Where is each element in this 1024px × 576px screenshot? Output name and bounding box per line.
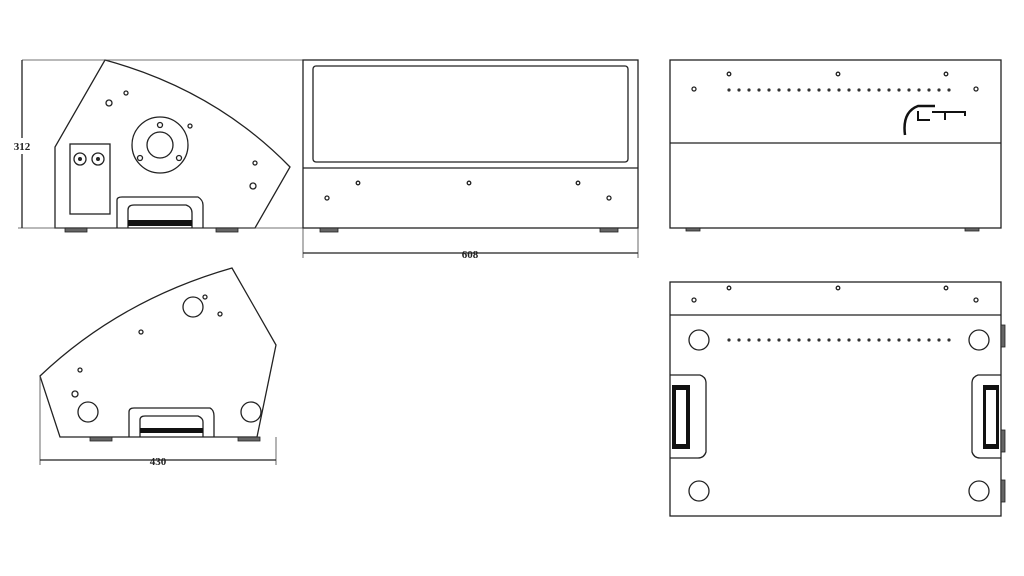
vent-hole [937,88,941,92]
vent-hole [787,88,791,92]
vent-hole [907,88,911,92]
vent-hole [807,88,811,92]
vent-hole [737,338,741,342]
vent-hole [847,88,851,92]
rear-view [669,59,1002,232]
vent-hole [747,338,751,342]
front-view: 608 [302,59,639,261]
vent-hole [867,338,871,342]
grille [312,65,629,163]
vent-hole [917,88,921,92]
side-view-angled: 430 [39,267,277,468]
vent-hole [877,88,881,92]
vent-hole [857,88,861,92]
vent-hole [757,338,761,342]
height-dimension-label: 312 [14,141,31,153]
vent-hole [927,88,931,92]
woofer-ring [131,116,189,174]
vent-hole [877,338,881,342]
vent-hole [887,88,891,92]
vent-hole [777,338,781,342]
vent-hole [827,338,831,342]
vent-hole [837,338,841,342]
vent-hole [767,88,771,92]
vent-hole [777,88,781,92]
vent-hole [947,338,951,342]
vent-hole [897,338,901,342]
logo [903,104,966,136]
vent-hole [727,338,731,342]
vent-hole [797,338,801,342]
top-view [669,281,1006,517]
depth-dimension-label: 430 [150,456,167,468]
vent-hole [887,338,891,342]
vent-hole [847,338,851,342]
vent-hole [747,88,751,92]
vent-hole [927,338,931,342]
side-view: 312 [4,59,303,233]
vent-hole [817,338,821,342]
vent-hole [837,88,841,92]
vent-hole [937,338,941,342]
vent-hole [897,88,901,92]
vent-hole [907,338,911,342]
vent-hole [727,88,731,92]
vent-hole [787,338,791,342]
vent-hole [797,88,801,92]
width-dimension-label: 608 [462,249,479,261]
vent-hole [767,338,771,342]
vent-hole [807,338,811,342]
vent-hole [737,88,741,92]
vent-hole [947,88,951,92]
vent-hole [917,338,921,342]
vent-hole [857,338,861,342]
vent-hole [827,88,831,92]
vent-hole [817,88,821,92]
vent-hole [757,88,761,92]
vent-hole [867,88,871,92]
